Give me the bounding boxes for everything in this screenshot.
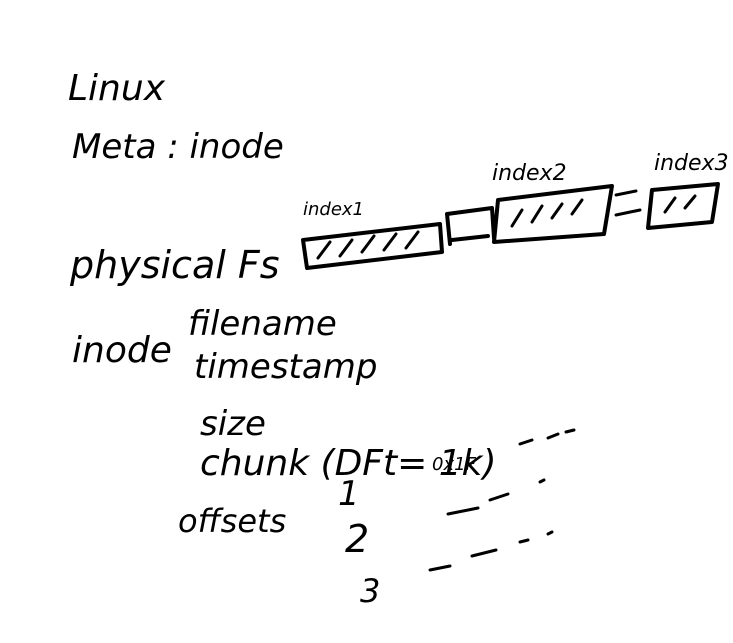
title-linux: Linux <box>68 68 166 109</box>
dashes-2-3 <box>614 189 642 217</box>
field-filename: filename <box>188 304 337 344</box>
field-chunk: chunk (DFt= 1k) <box>200 443 497 484</box>
block-label-index3: index3 <box>654 151 729 176</box>
block-label-index1: index1 <box>303 199 364 220</box>
block-label-index2: index2 <box>492 161 567 186</box>
field-size: size <box>200 404 266 444</box>
meta-inode-note: Meta : inode <box>72 127 284 167</box>
offset-number-1: 1 <box>338 474 360 514</box>
block-gap <box>445 206 496 246</box>
physical-fs-label: physical Fs <box>69 243 280 287</box>
offset-dashes-1 <box>446 478 546 516</box>
chunk-dashes <box>518 428 576 446</box>
offset-number-2: 2 <box>345 517 369 561</box>
offset-number-3: 3 <box>360 572 380 610</box>
offset-dashes-2 <box>428 530 554 572</box>
inode-label: inode <box>72 330 172 371</box>
block-index3 <box>646 182 720 230</box>
chunk-value: 0x1F <box>432 454 477 475</box>
field-offsets: offsets <box>178 502 286 540</box>
block-index2 <box>492 184 614 244</box>
block-index1 <box>301 222 444 270</box>
field-timestamp: timestamp <box>194 347 377 387</box>
